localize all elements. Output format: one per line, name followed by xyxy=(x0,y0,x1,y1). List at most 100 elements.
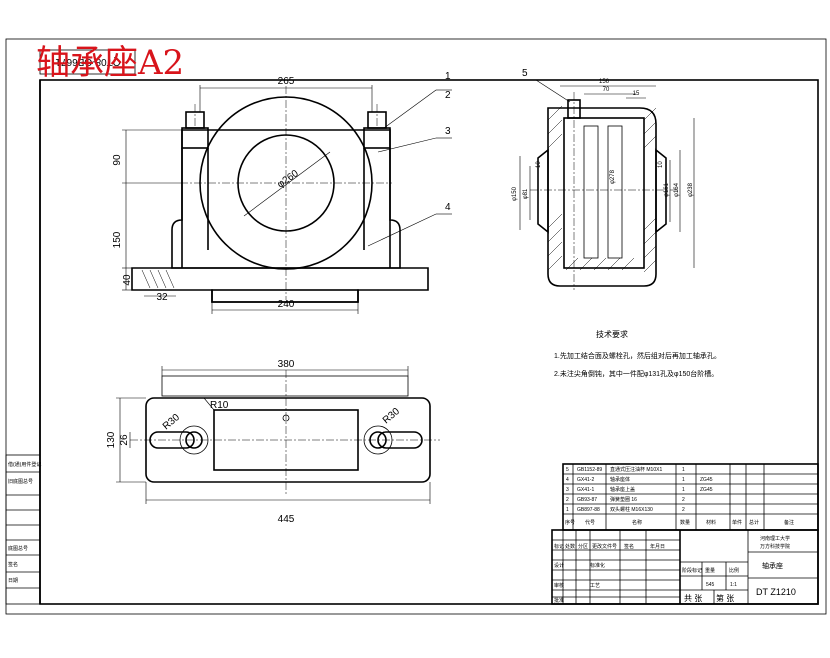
tb-school: 河南理工大学 xyxy=(760,535,790,542)
part-5-qty: 1 xyxy=(682,467,685,473)
balloon-3: 3 xyxy=(445,126,451,137)
part-3-name: 轴承座上盖 xyxy=(610,486,635,493)
tb-scale-label: 比例 xyxy=(729,567,739,574)
parts-header-unit: 单件 xyxy=(732,519,742,526)
dim-length-top: 380 xyxy=(278,359,295,370)
dim-side-d5: φ278 xyxy=(610,169,616,184)
parts-header-mat: 材料 xyxy=(706,519,716,526)
tb-scale-a: 545 xyxy=(706,582,715,588)
tb-label-date: 年月日 xyxy=(650,543,665,550)
balloon-1: 1 xyxy=(445,71,451,82)
dim-side-d8: φ238 xyxy=(688,182,694,197)
part-3-code: GX41-1 xyxy=(577,487,594,493)
tb-drawing-name: 轴承座 xyxy=(762,561,783,570)
dim-bore-dia: φ260 xyxy=(275,168,301,191)
dim-radius: R10 xyxy=(210,400,229,411)
part-4-mat: ZG45 xyxy=(700,477,713,483)
part-2-code: GB93-87 xyxy=(577,497,597,503)
part-2-no: 2 xyxy=(566,497,569,503)
tb-label-zone: 分区 xyxy=(578,543,588,550)
parts-header-no: 序号 xyxy=(565,519,575,526)
inverted-code: QT08-GB6671 xyxy=(55,56,120,67)
part-4-qty: 1 xyxy=(682,477,685,483)
outer-border xyxy=(5,38,827,615)
part-5-name: 直通式压注油杯 M10X1 xyxy=(610,466,662,473)
part-2-qty: 2 xyxy=(682,497,685,503)
part-4-code: GX41-2 xyxy=(577,477,594,483)
dim-base-width: 240 xyxy=(278,299,295,310)
strip-label-1: 借(通)用件登记 xyxy=(8,461,41,468)
strip-label-5: 日期 xyxy=(8,578,18,584)
balloon-4: 4 xyxy=(445,202,451,213)
tech-item-1: 1.先加工结合面及螺栓孔，然后组对后再加工轴承孔。 xyxy=(554,351,721,360)
dim-height: 130 xyxy=(106,431,117,448)
strip-label-2: 旧底图总号 xyxy=(8,478,33,485)
dim-h-upper: 90 xyxy=(112,154,123,166)
tb-label-process: 工艺 xyxy=(590,583,600,589)
tech-heading: 技术要求 xyxy=(596,329,628,339)
tb-label-change: 更改文件号 xyxy=(592,543,617,550)
tb-stage-label: 阶段标记 xyxy=(682,567,702,574)
dim-side-b: 15 xyxy=(633,91,640,97)
part-4-no: 4 xyxy=(566,477,569,483)
tb-sheet-no: 第 张 xyxy=(716,593,734,603)
parts-header-code: 代号 xyxy=(585,519,595,526)
part-3-mat: ZG45 xyxy=(700,487,713,493)
front-view: φ260 265 90 150 40 32 240 1 2 3 4 xyxy=(112,71,452,314)
inner-border xyxy=(39,79,819,605)
tb-label-review: 审核 xyxy=(554,582,564,589)
dim-side-d2: 10 xyxy=(658,161,664,168)
parts-header-name: 名称 xyxy=(632,519,642,526)
inverted-code-box: QT08-GB6671 xyxy=(39,49,136,75)
parts-list: 5 GB1152-89 直通式压注油杯 M10X1 1 4 GX41-2 轴承座… xyxy=(562,463,819,531)
balloon-2: 2 xyxy=(445,90,451,101)
dim-width-top: 265 xyxy=(278,76,295,87)
dim-r-left: R30 xyxy=(161,412,182,433)
part-5-no: 5 xyxy=(566,467,569,473)
dim-side-a: 70 xyxy=(603,87,610,93)
part-3-no: 3 xyxy=(566,487,569,493)
part-1-code: GB897-88 xyxy=(577,507,600,513)
tb-drawing-no: DT Z1210 xyxy=(756,587,796,597)
title-stamp: 轴承座A2 xyxy=(36,43,184,83)
dim-side-d7: φ164 xyxy=(674,182,680,197)
dim-length-bottom: 445 xyxy=(278,514,295,525)
balloon-5: 5 xyxy=(522,68,528,79)
tb-label-design: 设计 xyxy=(554,562,564,569)
side-view: 5 156 70 15 φ150 φ81 10 10 φ278 φ161 φ16… xyxy=(512,68,695,290)
technical-requirements: 技术要求 1.先加工结合面及螺栓孔，然后组对后再加工轴承孔。 2.未注尖角倒钝，… xyxy=(554,329,721,378)
dim-side-d4: φ81 xyxy=(523,188,529,199)
tb-scale-b: 1:1 xyxy=(730,582,737,588)
parts-header-qty: 数量 xyxy=(680,519,690,526)
tech-item-2: 2.未注尖角倒钝，其中一件配φ131孔及φ150台阶槽。 xyxy=(554,369,718,378)
dim-h-base: 40 xyxy=(122,274,133,286)
tb-weight-label: 重量 xyxy=(705,567,715,574)
top-view: 380 R10 R30 R30 130 26 445 xyxy=(106,359,440,525)
dim-slot: 26 xyxy=(119,434,130,446)
title-block: 标记 处数 分区 更改文件号 签名 年月日 设计 标准化 审核 工艺 批准 阶段… xyxy=(551,529,819,605)
strip-label-3: 底图总号 xyxy=(8,545,28,552)
parts-header-total: 总计 xyxy=(749,519,759,526)
tb-label-standard: 标准化 xyxy=(590,562,605,569)
dim-side-d6: φ161 xyxy=(664,182,670,197)
left-strip: 借(通)用件登记 旧底图总号 底图总号 签名 日期 xyxy=(5,454,41,605)
part-1-no: 1 xyxy=(566,507,569,513)
tb-label-count: 处数 xyxy=(565,543,575,550)
parts-header-note: 备注 xyxy=(784,519,794,526)
part-5-code: GB1152-89 xyxy=(577,467,602,473)
dim-base-offset: 32 xyxy=(156,292,168,303)
tb-dept: 万方科技学院 xyxy=(760,543,790,550)
part-2-name: 弹簧垫圈 16 xyxy=(610,496,637,503)
part-4-name: 轴承座体 xyxy=(610,476,630,483)
part-1-qty: 2 xyxy=(682,507,685,513)
dim-r-right: R30 xyxy=(381,406,402,427)
part-3-qty: 1 xyxy=(682,487,685,493)
tb-label-sign: 签名 xyxy=(624,543,634,550)
part-1-name: 双头螺柱 M16X130 xyxy=(610,506,653,513)
tb-sheet-total: 共 张 xyxy=(684,594,702,603)
tb-label-approve: 批准 xyxy=(554,597,564,604)
dim-side-d1: 10 xyxy=(536,161,542,168)
strip-label-4: 签名 xyxy=(8,561,18,568)
